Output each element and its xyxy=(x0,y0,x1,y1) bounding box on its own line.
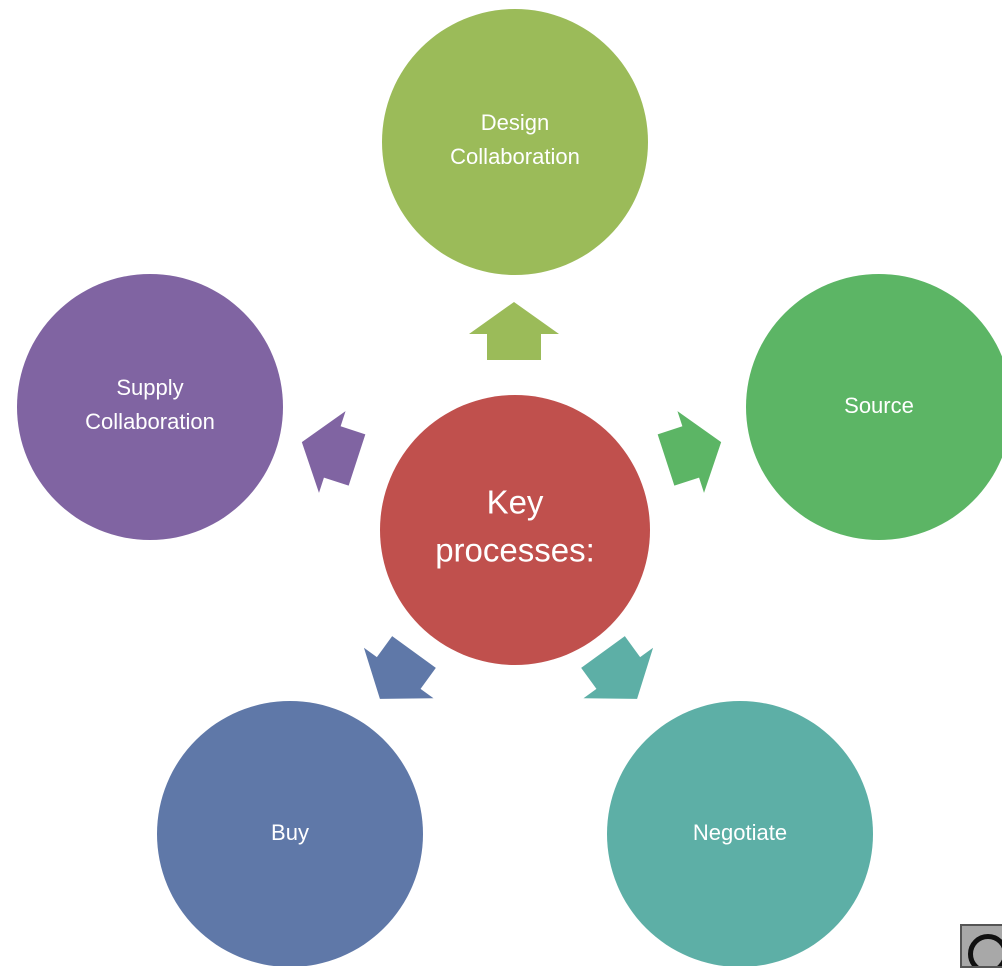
node-supply-collaboration: Supply Collaboration xyxy=(17,274,283,540)
center-node: Key processes: xyxy=(380,395,650,665)
creative-commons-icon xyxy=(960,924,1002,968)
arrow-to-supply xyxy=(301,411,366,493)
arrow-lower-left-icon xyxy=(363,636,436,699)
node-negotiate: Negotiate xyxy=(607,701,873,966)
supply-label-line2: Collaboration xyxy=(85,409,215,434)
arrow-upper-left-icon xyxy=(301,411,366,493)
buy-circle xyxy=(157,701,423,966)
negotiate-circle xyxy=(607,701,873,966)
supply-circle xyxy=(17,274,283,540)
node-design-collaboration: Design Collaboration xyxy=(382,9,648,275)
arrow-upper-right-icon xyxy=(657,411,722,493)
badge-ring xyxy=(968,934,1002,966)
design-label-line2: Collaboration xyxy=(450,144,580,169)
arrow-to-design xyxy=(469,302,559,360)
node-buy: Buy xyxy=(157,701,423,966)
arrow-to-negotiate xyxy=(581,636,654,699)
center-circle xyxy=(380,395,650,665)
source-label: Source xyxy=(844,393,914,418)
center-label-line1: Key xyxy=(487,484,544,521)
arrow-up-icon xyxy=(469,302,559,360)
node-source: Source xyxy=(746,274,1002,540)
arrow-to-buy xyxy=(363,636,436,699)
design-circle xyxy=(382,9,648,275)
arrow-to-source xyxy=(657,411,722,493)
negotiate-label: Negotiate xyxy=(693,820,787,845)
source-circle xyxy=(746,274,1002,540)
arrow-lower-right-icon xyxy=(581,636,654,699)
design-label-line1: Design xyxy=(481,110,549,135)
supply-label-line1: Supply xyxy=(116,375,183,400)
center-label-line2: processes: xyxy=(435,532,595,569)
buy-label: Buy xyxy=(271,820,309,845)
